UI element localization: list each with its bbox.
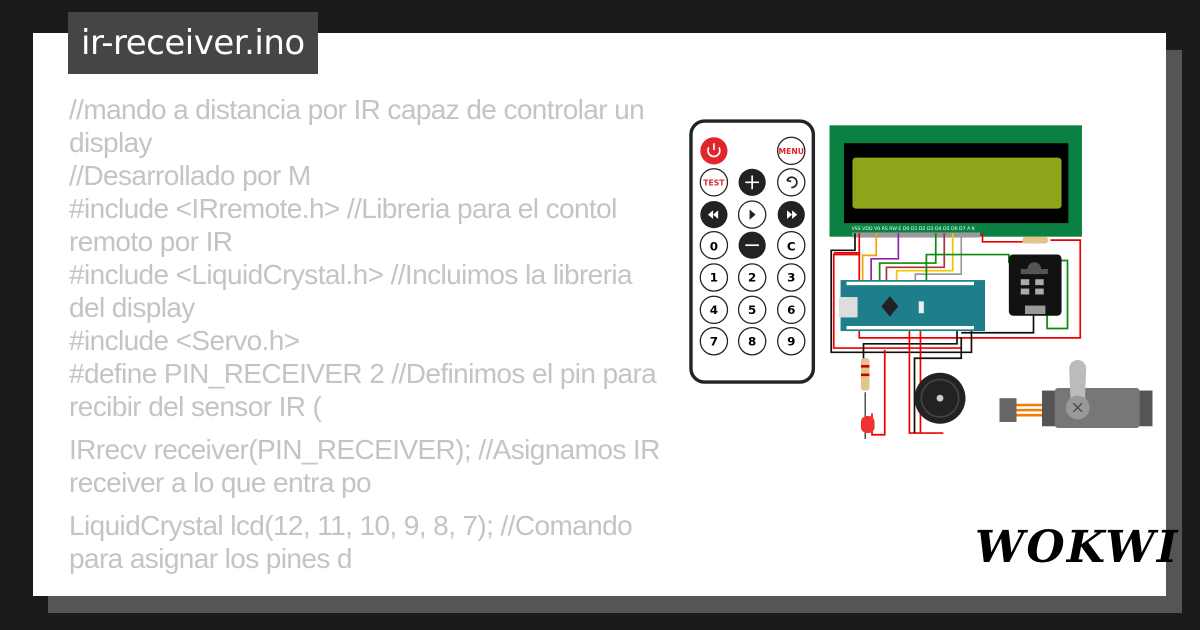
code-preview: //mando a distancia por IR capaz de cont… <box>69 93 669 575</box>
remote-button-label: 3 <box>787 271 795 285</box>
remote-button-label: 4 <box>710 303 718 317</box>
code-line: #define PIN_RECEIVER 2 //Definimos el pi… <box>69 358 664 422</box>
code-line: LiquidCrystal lcd(12, 11, 10, 9, 8, 7); … <box>69 510 640 574</box>
code-line: #include <Servo.h> <box>69 325 300 356</box>
wokwi-logo: WOKWI <box>975 522 1180 573</box>
remote-button-label: 2 <box>748 271 756 285</box>
wires <box>830 233 1082 436</box>
code-line: #include <LiquidCrystal.h> //Incluimos l… <box>69 259 640 323</box>
remote-button-label: 0 <box>710 239 718 253</box>
ir-receiver-sensor <box>1008 254 1062 316</box>
power-icon <box>700 137 728 165</box>
menu-button-label[interactable]: MENU <box>779 147 804 156</box>
servo-screw-icon <box>1072 402 1083 413</box>
back-icon <box>777 168 806 197</box>
sketch-title: ir-receiver.ino <box>68 12 318 74</box>
ir-remote: MENU TEST 0 C 1 2 3 4 5 6 7 8 9 <box>689 119 816 384</box>
remote-button-label: 7 <box>710 335 718 349</box>
test-button-label[interactable]: TEST <box>703 179 725 188</box>
servo-motor <box>999 359 1153 428</box>
code-line: #include <IRremote.h> //Libreria para el… <box>69 193 624 257</box>
lcd-pin-labels: VSS VDD V0 RS RW E D0 D1 D2 D3 D4 D5 D6 … <box>852 226 976 232</box>
code-line: IRrecv receiver(PIN_RECEIVER); //Asignam… <box>69 434 667 498</box>
code-line: //mando a distancia por IR capaz de cont… <box>69 94 652 158</box>
remote-button-label: 9 <box>787 335 795 349</box>
code-line: //Desarrollado por M <box>69 160 311 191</box>
remote-button-label: C <box>787 239 796 253</box>
remote-button-label: 1 <box>710 271 718 285</box>
resistor <box>1022 236 1048 244</box>
led <box>860 358 875 440</box>
remote-button-label: 8 <box>748 335 756 349</box>
lcd-display: VSS VDD V0 RS RW E D0 D1 D2 D3 D4 D5 D6 … <box>829 125 1082 238</box>
arduino-nano <box>838 280 986 332</box>
buzzer <box>914 372 966 424</box>
remote-button-label: 6 <box>787 303 795 317</box>
remote-button-label: 5 <box>748 303 756 317</box>
